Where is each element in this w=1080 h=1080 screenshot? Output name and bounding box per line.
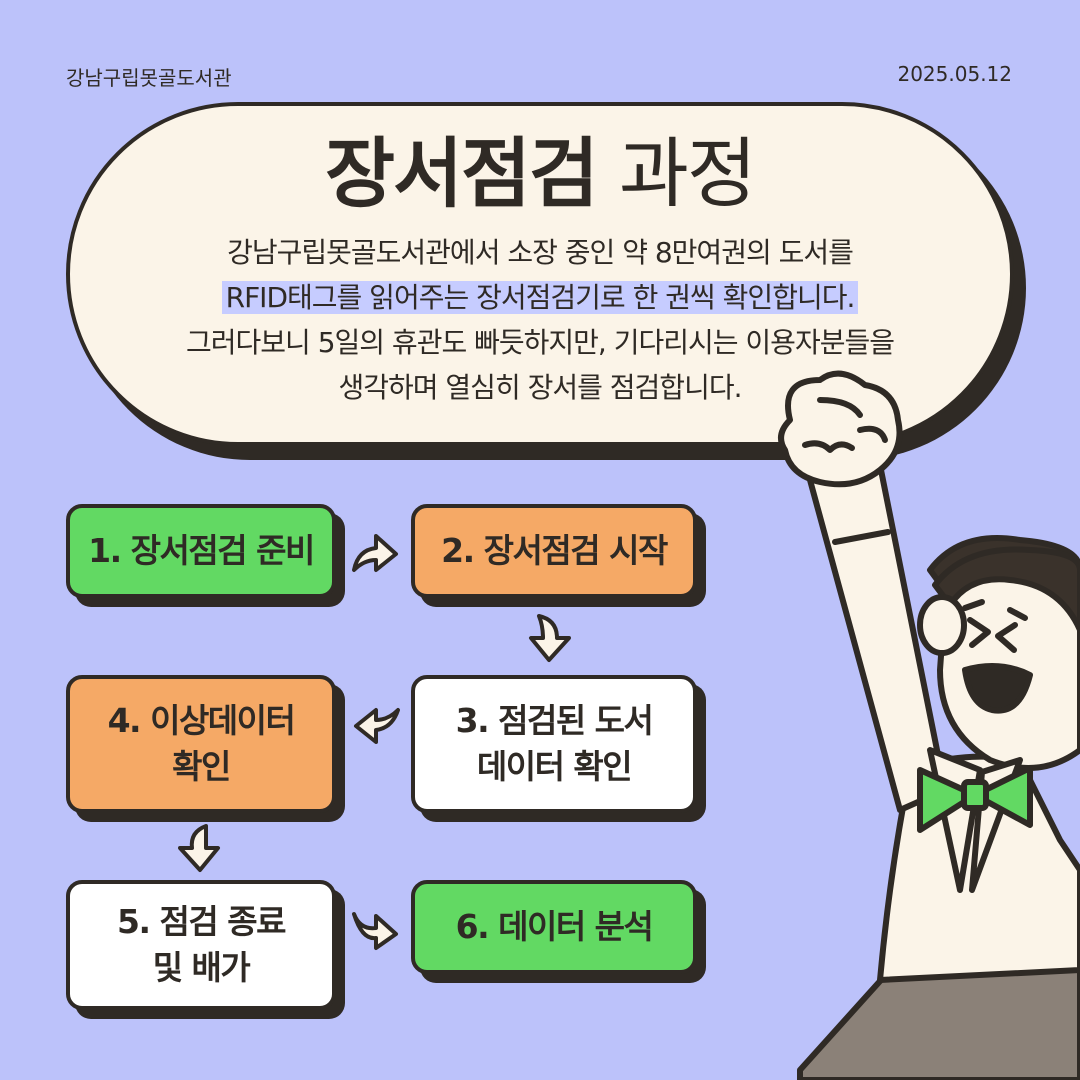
description-line-2: RFID태그를 읽어주는 장서점검기로 한 권씩 확인합니다. xyxy=(221,281,859,314)
title-light: 과정 xyxy=(619,129,757,218)
description-line-3: 그러다보니 5일의 휴관도 빠듯하지만, 기다리시는 이용자분들을 xyxy=(186,326,895,359)
step-6-analysis: 6. 데이터 분석 xyxy=(411,880,697,974)
arrow-left-icon xyxy=(354,708,400,744)
step-6-label: 6. 데이터 분석 xyxy=(455,907,654,946)
step-1-prepare: 1. 장서점검 준비 xyxy=(66,504,336,598)
description-line-4: 생각하며 열심히 장서를 점검합니다. xyxy=(338,371,742,404)
page-title: 장서점검 과정 xyxy=(0,136,1080,212)
step-3-check-data: 3. 점검된 도서 데이터 확인 xyxy=(411,675,697,813)
step-4-anomaly-check: 4. 이상데이터 확인 xyxy=(66,675,336,813)
title-bold: 장서점검 xyxy=(325,129,599,218)
step-2-label: 2. 장서점검 시작 xyxy=(441,531,668,570)
description: 강남구립못골도서관에서 소장 중인 약 8만여권의 도서를 RFID태그를 읽어… xyxy=(0,230,1080,410)
arrow-down-icon xyxy=(178,824,220,872)
date-label: 2025.05.12 xyxy=(897,62,1012,86)
arrow-down-icon xyxy=(529,614,571,662)
step-5-finish-shelving: 5. 점검 종료 및 배가 xyxy=(66,880,336,1010)
arrow-right-icon xyxy=(352,534,398,572)
step-1-label: 1. 장서점검 준비 xyxy=(88,531,315,570)
step-3-label: 3. 점검된 도서 데이터 확인 xyxy=(455,701,654,786)
organization-name: 강남구립못골도서관 xyxy=(66,66,232,90)
step-5-label: 5. 점검 종료 및 배가 xyxy=(117,902,286,987)
cheering-woman-illustration xyxy=(778,370,1080,1080)
arrow-right-icon xyxy=(352,912,398,950)
step-2-start: 2. 장서점검 시작 xyxy=(411,504,697,598)
step-4-label: 4. 이상데이터 확인 xyxy=(107,701,296,786)
description-line-1: 강남구립못골도서관에서 소장 중인 약 8만여권의 도서를 xyxy=(227,236,854,269)
description-line-2-wrap: RFID태그를 읽어주는 장서점검기로 한 권씩 확인합니다. xyxy=(0,275,1080,320)
